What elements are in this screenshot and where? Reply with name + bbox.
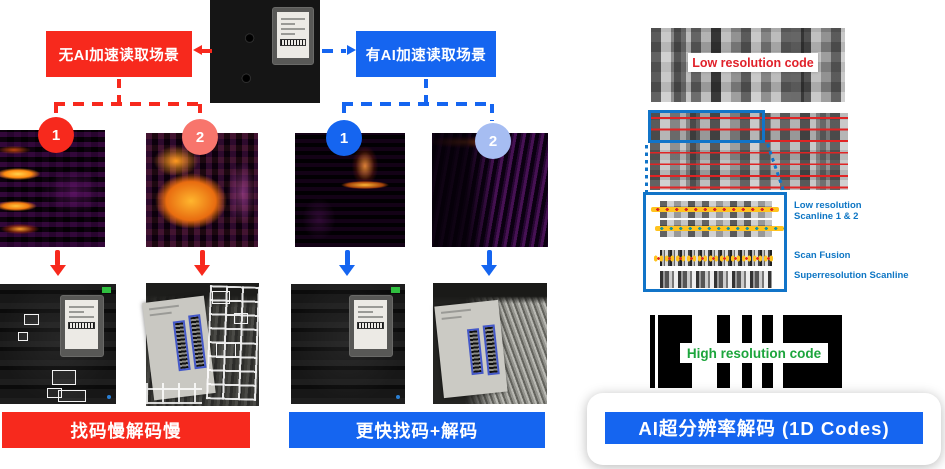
status-dot-blue bbox=[396, 395, 400, 399]
blue-arrow-head-2 bbox=[481, 265, 497, 276]
detection-box bbox=[24, 314, 39, 325]
blue-dashed-stub-2 bbox=[490, 104, 494, 121]
detection-box bbox=[47, 388, 62, 398]
red-dashed-branch bbox=[54, 102, 201, 106]
parcel bbox=[434, 299, 508, 399]
label-barcode bbox=[67, 322, 96, 330]
high-resolution-code-label: High resolution code bbox=[680, 343, 828, 363]
ai-scenario-box: 有AI加速读取场景 bbox=[356, 31, 496, 77]
detection-box bbox=[52, 370, 76, 385]
red-arrow-head-1 bbox=[49, 265, 66, 276]
package-photo bbox=[210, 0, 320, 103]
step-circle-ai-1: 1 bbox=[326, 120, 362, 156]
scanline-1-yellow-line bbox=[651, 207, 779, 212]
no-ai-result-banner: 找码慢解码慢 bbox=[2, 412, 250, 448]
shipping-label-device bbox=[272, 7, 314, 65]
status-dot-green bbox=[102, 287, 111, 293]
result-photo-no-ai-2 bbox=[142, 283, 260, 406]
heatmap-fast-decode bbox=[432, 133, 548, 247]
barcode-block bbox=[482, 324, 500, 376]
result-photo-no-ai-1 bbox=[0, 284, 116, 404]
barcode-block bbox=[188, 314, 207, 370]
barcode-block bbox=[466, 328, 484, 376]
step-circle-ai-2: 2 bbox=[475, 123, 511, 159]
ai-superresolution-card: AI超分辨率解码 (1D Codes) bbox=[587, 393, 941, 465]
no-ai-scenario-label: 无AI加速读取场景 bbox=[58, 47, 180, 64]
scanline-2-yellow-line bbox=[655, 226, 784, 231]
red-dashed-drop bbox=[117, 79, 121, 103]
label-barcode bbox=[356, 322, 385, 330]
ai-superresolution-banner: AI超分辨率解码 (1D Codes) bbox=[605, 412, 923, 444]
blue-dashed-drop bbox=[424, 79, 428, 103]
scanline-detail-box bbox=[643, 192, 787, 292]
arrowhead-right-icon bbox=[347, 45, 356, 55]
red-dashed-stub-1 bbox=[54, 104, 58, 117]
blue-arrow-head-1 bbox=[339, 265, 355, 276]
blue-dashed-stub-1 bbox=[342, 104, 346, 118]
result-photo-ai-1 bbox=[291, 284, 405, 404]
blue-arrow-shaft-1 bbox=[344, 250, 350, 266]
barcode-bar bbox=[650, 315, 655, 388]
result-photo-ai-2 bbox=[433, 283, 547, 404]
candidate-boxes-strip bbox=[146, 383, 202, 404]
status-dot-green bbox=[391, 287, 400, 293]
blue-arrow-shaft-2 bbox=[486, 250, 492, 266]
status-dot-blue bbox=[107, 395, 111, 399]
no-ai-scenario-box: 无AI加速读取场景 bbox=[46, 31, 192, 77]
shipping-label bbox=[276, 11, 309, 58]
zoom-connector-left bbox=[645, 145, 648, 192]
ai-result-banner: 更快找码+解码 bbox=[289, 412, 545, 448]
annotation-scan-fusion: Scan Fusion bbox=[794, 250, 851, 261]
low-resolution-code-label: Low resolution code bbox=[688, 53, 818, 72]
annotation-superresolution-scanline: Superresolution Scanline bbox=[794, 270, 909, 281]
detection-box bbox=[18, 332, 28, 341]
detection-box bbox=[58, 390, 86, 402]
red-arrow-head-2 bbox=[194, 265, 210, 276]
scanlines-overlay bbox=[650, 113, 848, 190]
blue-dashed-connector bbox=[322, 49, 346, 53]
arrowhead-left-icon bbox=[193, 45, 202, 55]
red-arrow-shaft-1 bbox=[55, 250, 60, 266]
annotation-low-res-scanline: Low resolution Scanline 1 & 2 bbox=[794, 200, 862, 222]
step-circle-no-ai-1: 1 bbox=[38, 117, 74, 153]
step-circle-no-ai-2: 2 bbox=[182, 119, 218, 155]
barcode-block bbox=[172, 320, 191, 372]
superresolution-strip bbox=[660, 271, 772, 288]
label-barcode bbox=[279, 38, 306, 46]
ai-scenario-label: 有AI加速读取场景 bbox=[365, 47, 487, 64]
scan-fusion-wave bbox=[653, 254, 775, 263]
scanline-image bbox=[650, 113, 848, 190]
red-dashed-stub-2 bbox=[198, 104, 202, 118]
blue-dashed-branch bbox=[342, 102, 494, 106]
red-dashed-connector bbox=[202, 49, 212, 53]
scanline-highlight-rect bbox=[648, 110, 765, 143]
red-arrow-shaft-2 bbox=[199, 250, 205, 266]
